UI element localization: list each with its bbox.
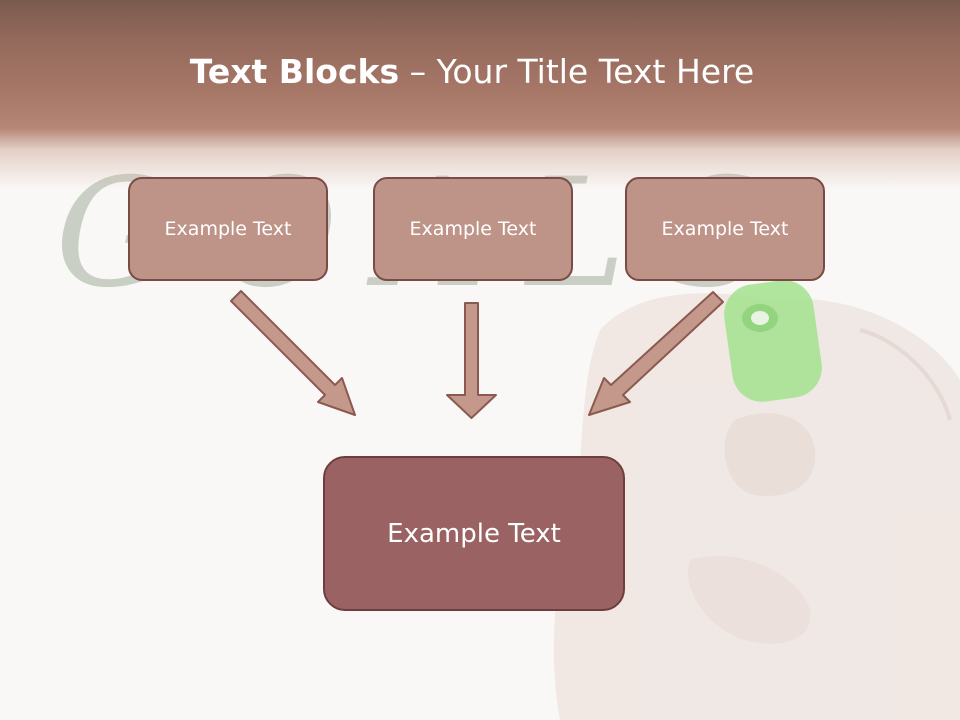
hand-icon [553, 293, 960, 720]
text-block-top-right[interactable]: Example Text [625, 177, 825, 281]
marker-icon [724, 280, 822, 402]
text-block-top-center[interactable]: Example Text [373, 177, 573, 281]
title-bold: Text Blocks [189, 52, 400, 91]
arrow-left-icon [230, 290, 356, 416]
arrow-center-icon [446, 302, 497, 419]
text-block-top-right-label: Example Text [661, 218, 789, 240]
arrow-right-icon [588, 291, 724, 416]
text-block-top-center-label: Example Text [409, 218, 537, 240]
header-band [0, 0, 960, 190]
title-dash: – [399, 52, 437, 91]
text-block-top-left[interactable]: Example Text [128, 177, 328, 281]
text-block-bottom-label: Example Text [387, 518, 561, 549]
title-rest: Your Title Text Here [436, 52, 755, 91]
text-block-top-left-label: Example Text [164, 218, 292, 240]
text-block-bottom[interactable]: Example Text [323, 456, 625, 611]
slide-title: Text Blocks – Your Title Text Here [0, 52, 944, 91]
